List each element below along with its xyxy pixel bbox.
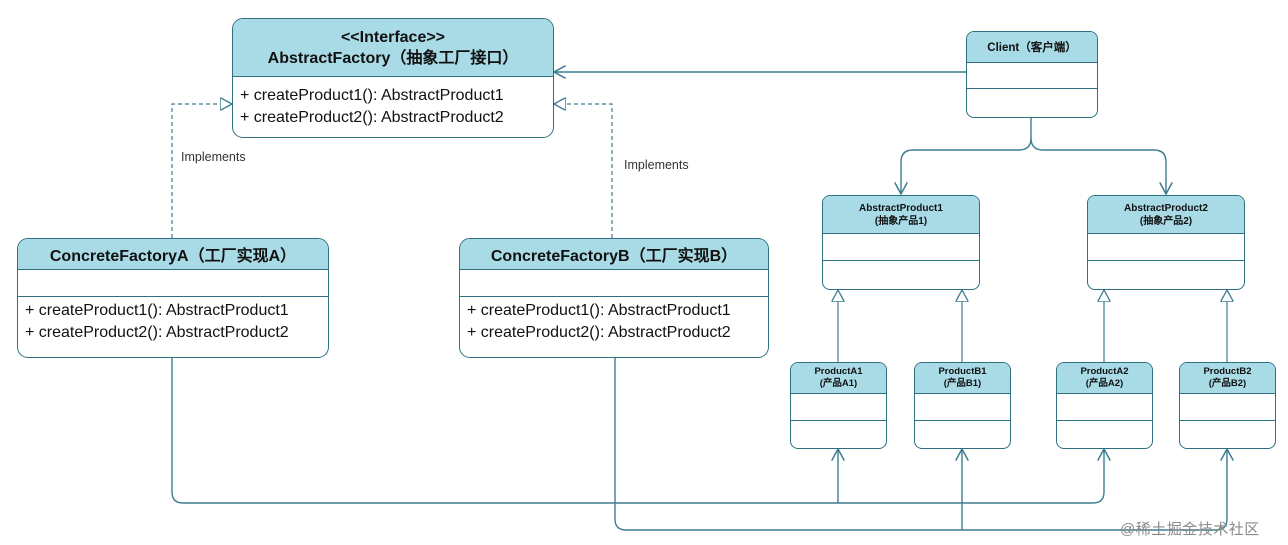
watermark: @稀土掘金技术社区 bbox=[1120, 521, 1260, 538]
implements-label-a: Implements bbox=[181, 150, 246, 164]
abstract-product-1-subtitle: (抽象产品1) bbox=[874, 215, 928, 227]
factory-a-title: ConcreteFactoryA（工厂实现A） bbox=[49, 248, 297, 265]
realization-line-a bbox=[171, 104, 232, 238]
product-a1[interactable]: ProductA1 (产品A1) bbox=[790, 362, 887, 449]
product-b2-title: ProductB2 bbox=[1203, 366, 1252, 377]
factory-a-method-2: + createProduct2(): AbstractProduct2 bbox=[25, 324, 289, 341]
product-a2-subtitle: (产品A2) bbox=[1085, 378, 1124, 389]
product-b1-subtitle: (产品B1) bbox=[943, 378, 982, 389]
product-b2-subtitle: (产品B2) bbox=[1208, 378, 1247, 389]
product-a2[interactable]: ProductA2 (产品A2) bbox=[1056, 362, 1153, 449]
product-b2[interactable]: ProductB2 (产品B2) bbox=[1179, 362, 1276, 449]
product-a2-attributes bbox=[1057, 394, 1152, 421]
product-a1-attributes bbox=[791, 394, 886, 421]
client-attributes bbox=[967, 63, 1097, 89]
abstract-product-1-title: AbstractProduct1 bbox=[859, 202, 943, 214]
factory-b-attributes bbox=[460, 270, 768, 297]
realization-line-b bbox=[554, 104, 613, 238]
abstract-product-2-subtitle: (抽象产品2) bbox=[1139, 215, 1193, 227]
client-title: Client（客户端） bbox=[987, 42, 1077, 54]
factory-a-method-1: + createProduct1(): AbstractProduct1 bbox=[25, 302, 289, 319]
factory-a-creates-line bbox=[171, 358, 1104, 504]
concrete-factory-a[interactable]: ConcreteFactoryA（工厂实现A） + createProduct1… bbox=[17, 238, 329, 358]
interface-method-1: + createProduct1(): AbstractProduct1 bbox=[240, 87, 504, 104]
factory-b-method-1: + createProduct1(): AbstractProduct1 bbox=[467, 302, 731, 319]
client-to-product1-arrow bbox=[901, 118, 1032, 194]
concrete-factory-b[interactable]: ConcreteFactoryB（工厂实现B） + createProduct1… bbox=[459, 238, 769, 358]
product-b2-attributes bbox=[1180, 394, 1275, 421]
factory-a-attributes bbox=[18, 270, 328, 297]
factory-b-method-2: + createProduct2(): AbstractProduct2 bbox=[467, 324, 731, 341]
interface-title: AbstractFactory（抽象工厂接口） bbox=[267, 49, 519, 67]
abstract-product-2-title: AbstractProduct2 bbox=[1124, 202, 1208, 214]
product-b1-attributes bbox=[915, 394, 1010, 421]
implements-label-b: Implements bbox=[624, 158, 689, 172]
product-a1-subtitle: (产品A1) bbox=[819, 378, 858, 389]
abstract-product-1[interactable]: AbstractProduct1 (抽象产品1) bbox=[822, 195, 980, 290]
product-b1-title: ProductB1 bbox=[938, 366, 987, 377]
product-b1[interactable]: ProductB1 (产品B1) bbox=[914, 362, 1011, 449]
client-to-product2-arrow bbox=[1030, 137, 1166, 194]
abstract-product-2[interactable]: AbstractProduct2 (抽象产品2) bbox=[1087, 195, 1245, 290]
interface-stereotype: <<Interface>> bbox=[340, 28, 446, 46]
abstract-product-2-attributes bbox=[1088, 234, 1244, 261]
abstract-product-1-attributes bbox=[823, 234, 979, 261]
factory-b-title: ConcreteFactoryB（工厂实现B） bbox=[490, 248, 738, 265]
factory-b-creates-line bbox=[614, 358, 1227, 531]
product-a2-title: ProductA2 bbox=[1080, 366, 1129, 377]
product-a1-title: ProductA1 bbox=[814, 366, 863, 377]
client-class[interactable]: Client（客户端） bbox=[966, 31, 1098, 118]
abstract-factory-interface[interactable]: <<Interface>> AbstractFactory（抽象工厂接口） + … bbox=[232, 18, 554, 138]
interface-method-2: + createProduct2(): AbstractProduct2 bbox=[240, 109, 504, 126]
